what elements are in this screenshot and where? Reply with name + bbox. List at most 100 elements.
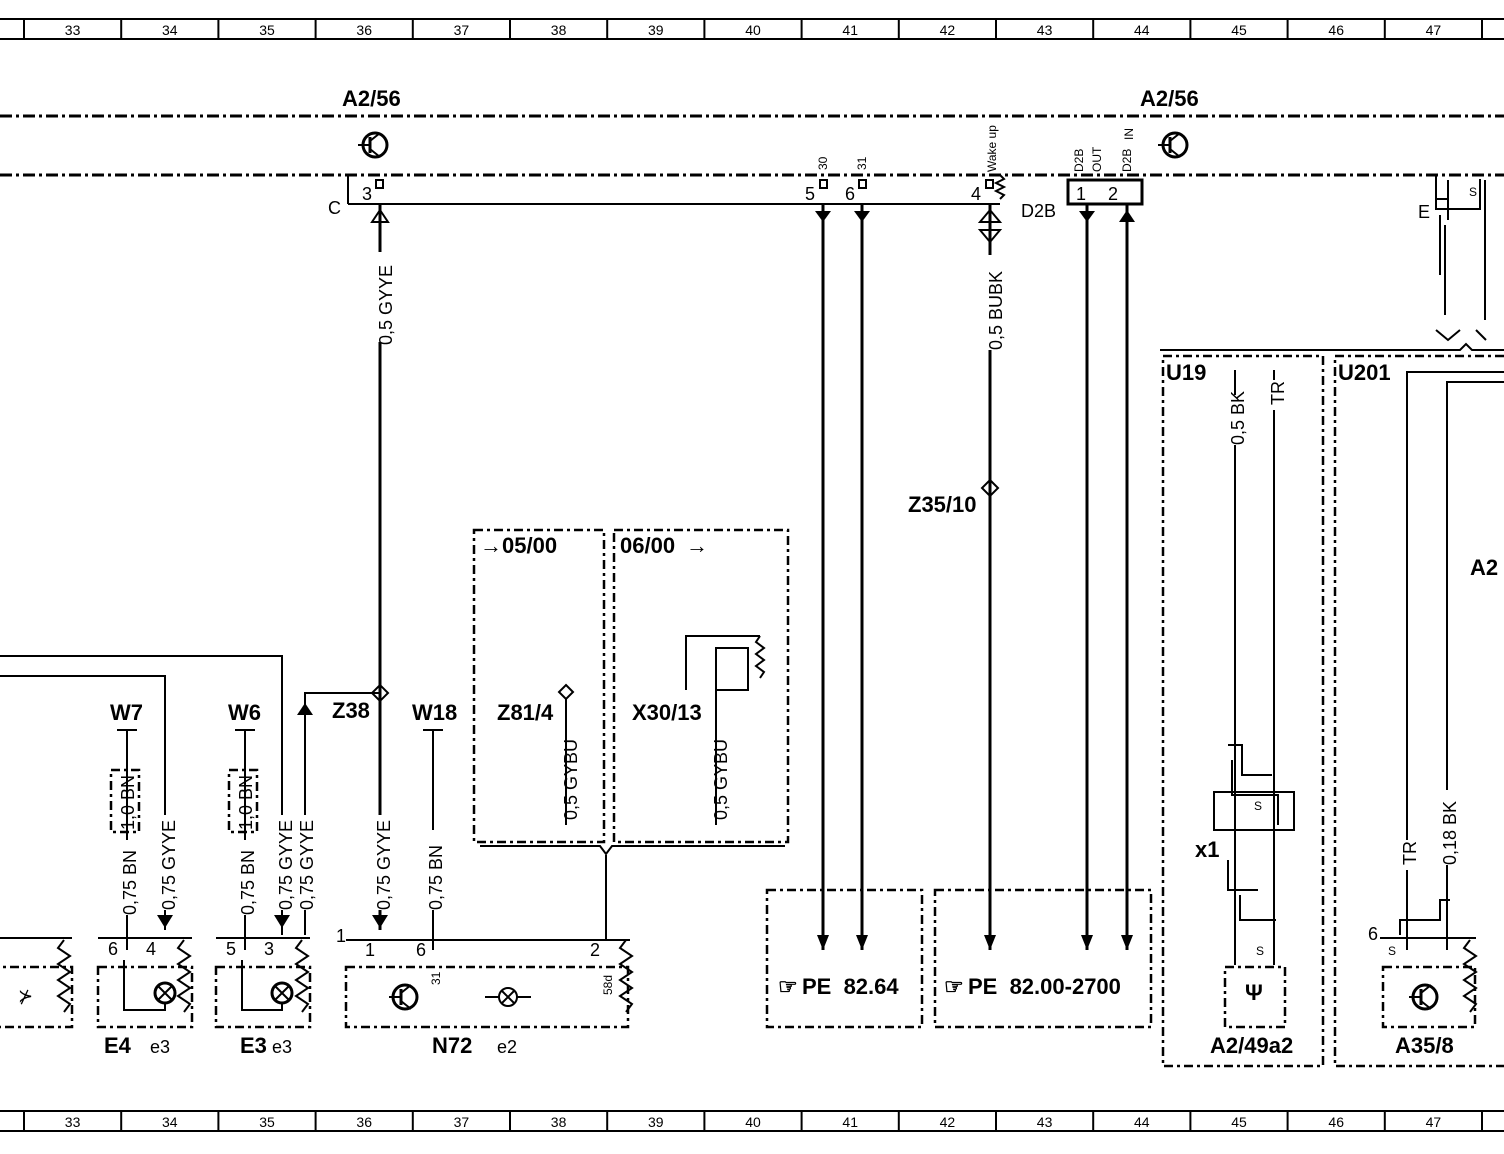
top-grid-number: 37 [454, 22, 470, 38]
wire-label: 0,5 BK [1228, 391, 1248, 445]
a2-56-label-right: A2/56 [1140, 86, 1199, 111]
wire-label: 1,0 BN [118, 775, 138, 830]
wire-label: 0,75 GYYE [297, 820, 317, 910]
pin-label: 1 [365, 940, 375, 960]
pin-31: 31 [855, 156, 869, 170]
top-grid-number: 34 [162, 22, 178, 38]
top-grid-number: 39 [648, 22, 664, 38]
a2-56-label-left: A2/56 [342, 86, 401, 111]
top-grid-number: 41 [842, 22, 858, 38]
wire-label: 0,75 GYYE [374, 820, 394, 910]
top-grid-number: 36 [356, 22, 372, 38]
connector-c: C 3 5 6 4 30 31 Wake up [328, 125, 1007, 218]
pin-5: 5 [805, 184, 815, 204]
pin-label: 6 [416, 940, 426, 960]
transistor-icon [1158, 131, 1189, 159]
pin-wake-up: Wake up [985, 125, 999, 172]
antenna-icon: Ψ [1245, 980, 1263, 1005]
transistor-icon [389, 983, 419, 1011]
wire-label: 0,5 GYBU [711, 739, 731, 820]
bottom-grid-number: 46 [1328, 1114, 1344, 1130]
transistor-icon [358, 131, 389, 159]
u19-box: U19 0,5 BK TR S S x1 Ψ A2/49a2 [1161, 354, 1325, 1068]
wire-label: 0,18 BK [1440, 801, 1460, 865]
d2b-label: D2B [1021, 201, 1056, 221]
d2b-connector: D2B 1 2 D2B OUT D2B IN [1021, 128, 1144, 221]
top-grid-number: 42 [940, 22, 956, 38]
n72-wires: 0,75 GYYE W18 0,75 BN [372, 700, 457, 950]
ground-w7: W7 1,0 BN 0,75 BN 0,75 GYYE [109, 700, 179, 950]
u201-label: U201 [1338, 360, 1391, 385]
wire-label: TR [1400, 841, 1420, 865]
wire-gyye-main: 0,5 GYYE Z38 [297, 204, 396, 935]
arrow-icon: → [686, 533, 708, 558]
wire-label: 0,5 GYBU [561, 739, 581, 820]
top-grid-number: 45 [1231, 22, 1247, 38]
connector-c-label: C [328, 198, 341, 218]
bottom-grid-number: 38 [551, 1114, 567, 1130]
date-before-label: 05/00 [502, 533, 557, 558]
top-grid-number: 46 [1328, 22, 1344, 38]
bottom-grid-number: 41 [842, 1114, 858, 1130]
partial-left-component: ⊁ [0, 937, 74, 1029]
component-a2-49a2-label: A2/49a2 [1210, 1033, 1293, 1058]
wire-label: 0,75 BN [426, 845, 446, 910]
bottom-grid-number: 43 [1037, 1114, 1053, 1130]
component-a2-partial-label: A2 [1470, 555, 1498, 580]
wire-label: 0,75 BN [238, 850, 258, 915]
top-grid-number: 47 [1426, 22, 1442, 38]
in-label: IN [1122, 128, 1136, 140]
bottom-grid-number: 45 [1231, 1114, 1247, 1130]
bottom-grid-number: 33 [65, 1114, 81, 1130]
pin-label: 5 [226, 939, 236, 959]
component-e4: 6 4 E4 e3 [96, 937, 194, 1058]
connector-e: E S [1160, 175, 1504, 351]
variant-box-after: 06/00 → X30/13 0,5 GYBU [612, 528, 790, 844]
bottom-grid-number: 42 [940, 1114, 956, 1130]
component-e3-sub: e3 [272, 1037, 292, 1057]
pin-label: 6 [1368, 924, 1378, 944]
pin-label: 6 [108, 939, 118, 959]
component-a35-8-label: A35/8 [1395, 1033, 1454, 1058]
ground-w7-label: W7 [110, 700, 143, 725]
wire-label: TR [1268, 381, 1288, 405]
wire-label: 1,0 BN [236, 775, 256, 830]
connector-x30-13-label: X30/13 [632, 700, 702, 725]
pointer-icon: ☞ [778, 974, 798, 999]
ref-pe-82-64: PE 82.64 [802, 974, 899, 999]
transistor-icon [1409, 983, 1439, 1011]
top-grid-number: 35 [259, 22, 275, 38]
component-e3-label: E3 [240, 1033, 267, 1058]
wire-label: 0,5 GYYE [376, 265, 396, 345]
wire-31 [854, 204, 870, 950]
d2b-pin-1: 1 [1076, 184, 1086, 204]
wire-d2b-in [1119, 204, 1135, 950]
s-label: S [1256, 944, 1264, 958]
pin-6: 6 [845, 184, 855, 204]
ref-box-pe-82-00-2700: ☞ PE 82.00-2700 [933, 888, 1153, 1029]
top-grid-number: 44 [1134, 22, 1150, 38]
pin-label: 3 [264, 939, 274, 959]
s-label: S [1469, 185, 1477, 199]
date-after-label: 06/00 [620, 533, 675, 558]
component-e4-sub: e3 [150, 1037, 170, 1057]
pin-label: 4 [146, 939, 156, 959]
wire-bubk: 0,5 BUBK Z35/10 [908, 204, 1006, 950]
splice-z81-4-label: Z81/4 [497, 700, 554, 725]
pin-label: 58d [601, 975, 615, 995]
splice-z35-10-label: Z35/10 [908, 492, 977, 517]
pointer-icon: ☞ [944, 974, 964, 999]
u201-box: U201 TR 0,18 BK A2 6 S A35/8 [1333, 354, 1504, 1068]
component-n72: 1 1 6 2 31 58d N72 e2 [336, 926, 630, 1058]
ground-zigzags [56, 939, 1478, 1013]
ref-box-pe-82-64: ☞ PE 82.64 [765, 888, 924, 1029]
s-label: S [1254, 799, 1262, 813]
left-feed-wires [0, 655, 388, 935]
out-label: OUT [1090, 146, 1104, 172]
d2b-out-label: D2B [1072, 149, 1086, 172]
wire-30 [815, 204, 831, 950]
component-e4-label: E4 [104, 1033, 132, 1058]
ref-pe-82-00-2700: PE 82.00-2700 [968, 974, 1121, 999]
